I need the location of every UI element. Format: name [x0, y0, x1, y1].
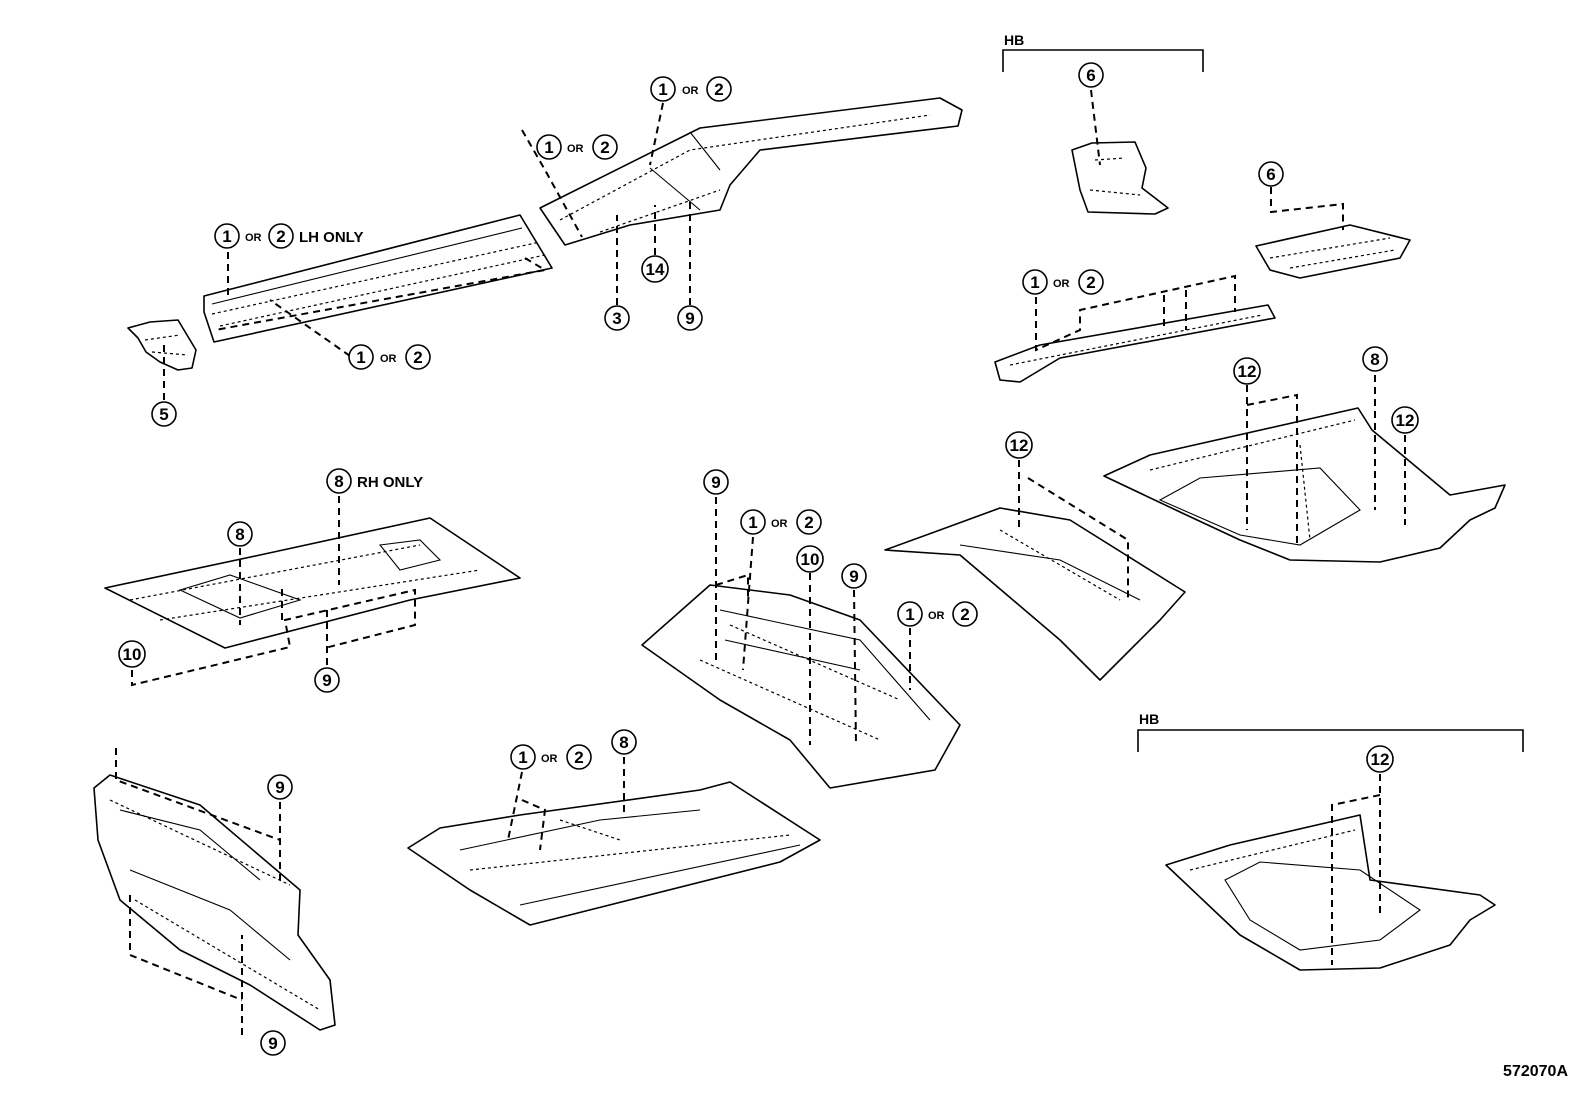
svg-text:9: 9 [322, 671, 331, 690]
svg-text:1: 1 [1030, 273, 1039, 292]
part-front-side-member [539, 97, 963, 246]
svg-text:12: 12 [1010, 436, 1029, 455]
callout-10-tunnel: 10 [796, 545, 824, 573]
svg-text:3: 3 [612, 309, 621, 328]
callout-9-tunnel-right: 9 [841, 563, 867, 589]
svg-text:1: 1 [544, 138, 553, 157]
callout-9-side-member: 9 [677, 305, 703, 331]
callout-1-or-2-sill: 1 OR 2 [348, 344, 431, 370]
callout-10-front-floor: 10 [118, 640, 146, 668]
svg-text:9: 9 [268, 1034, 277, 1053]
part-rear-floor-front [884, 507, 1186, 681]
rh-only-note: RH ONLY [357, 474, 423, 491]
part-6-rear-crossmember [1255, 224, 1411, 279]
hb-label-bottom: HB [1139, 711, 1159, 727]
part-rocker-sill [203, 214, 553, 343]
callout-1-or-2-top: 1 OR 2 [650, 76, 732, 102]
svg-text:8: 8 [1370, 350, 1379, 369]
part-rear-floor-pan [1103, 407, 1506, 563]
svg-text:8: 8 [619, 733, 628, 752]
callout-6-hb: 6 [1078, 62, 1104, 88]
callout-9-dash-top: 9 [267, 774, 293, 800]
callout-6-crossmember: 6 [1258, 161, 1284, 187]
part-5-bracket [127, 319, 197, 371]
hb-bracket-top: HB [1002, 32, 1204, 72]
leader-lines [115, 89, 1406, 1035]
callout-12-rear-floor-left: 12 [1233, 357, 1261, 385]
callout-9-tunnel-left: 9 [703, 469, 729, 495]
callout-8-front-floor: 8 [227, 521, 253, 547]
svg-text:9: 9 [275, 778, 284, 797]
svg-text:9: 9 [685, 309, 694, 328]
callout-1-or-2-lh-only: 1 OR 2 LH ONLY [214, 223, 363, 249]
svg-text:14: 14 [646, 260, 665, 279]
part-hb-rear-floor [1165, 814, 1496, 971]
svg-text:10: 10 [123, 645, 142, 664]
callout-1-or-2-tunnel: 1 OR 2 [740, 509, 822, 535]
callout-12-rear-floor-front: 12 [1005, 431, 1033, 459]
svg-text:8: 8 [334, 472, 343, 491]
hb-bracket-bottom: HB [1137, 711, 1524, 752]
svg-text:1: 1 [518, 748, 527, 767]
callout-5: 5 [151, 401, 177, 427]
callout-8-front-floor-rh: 8 [611, 729, 637, 755]
svg-text:OR: OR [567, 143, 584, 155]
svg-text:2: 2 [804, 513, 813, 532]
svg-text:1: 1 [222, 227, 231, 246]
part-dash-panel [93, 774, 336, 1031]
svg-text:2: 2 [714, 80, 723, 99]
svg-text:12: 12 [1396, 411, 1415, 430]
callout-1-or-2-side-member: 1 OR 2 [536, 134, 618, 160]
svg-text:6: 6 [1086, 66, 1095, 85]
callout-12-rear-floor-right: 12 [1391, 406, 1419, 434]
part-rear-floor-side-member [994, 304, 1276, 383]
callout-9-dash-bottom: 9 [260, 1030, 286, 1056]
svg-text:5: 5 [159, 405, 168, 424]
callout-1-or-2-tunnel-right: 1 OR 2 [897, 601, 978, 627]
svg-text:OR: OR [928, 610, 945, 622]
svg-text:1: 1 [658, 80, 667, 99]
svg-text:8: 8 [235, 525, 244, 544]
svg-text:2: 2 [600, 138, 609, 157]
svg-text:1: 1 [356, 348, 365, 367]
reference-code: 572070A [1503, 1063, 1568, 1080]
svg-text:OR: OR [541, 753, 558, 765]
callout-12-hb-rear-floor: 12 [1366, 745, 1394, 773]
svg-text:OR: OR [771, 518, 788, 530]
svg-text:1: 1 [748, 513, 757, 532]
part-front-floor-rh [407, 781, 821, 926]
svg-text:2: 2 [960, 605, 969, 624]
svg-text:2: 2 [413, 348, 422, 367]
callout-1-or-2-front-floor-rh: 1 OR 2 [510, 744, 592, 770]
callout-1-or-2-rear-side-member: 1 OR 2 [1022, 269, 1104, 295]
hb-label-top: HB [1004, 32, 1024, 48]
svg-text:6: 6 [1266, 165, 1275, 184]
callout-14: 14 [641, 255, 669, 283]
svg-text:9: 9 [849, 567, 858, 586]
svg-text:2: 2 [574, 748, 583, 767]
svg-text:OR: OR [245, 232, 262, 244]
callout-3: 3 [604, 305, 630, 331]
callout-8-rh-only: 8 RH ONLY [326, 468, 423, 494]
svg-text:2: 2 [1086, 273, 1095, 292]
callout-9-front-floor: 9 [314, 667, 340, 693]
svg-text:1: 1 [905, 605, 914, 624]
svg-text:9: 9 [711, 473, 720, 492]
svg-text:OR: OR [1053, 278, 1070, 290]
svg-text:10: 10 [801, 550, 820, 569]
svg-text:OR: OR [380, 353, 397, 365]
part-6-hb-reinforcement [1071, 141, 1169, 215]
svg-text:12: 12 [1238, 362, 1257, 381]
part-front-floor-lh [104, 517, 521, 649]
svg-text:2: 2 [276, 227, 285, 246]
svg-text:OR: OR [682, 85, 699, 97]
svg-text:12: 12 [1371, 750, 1390, 769]
callout-8-rear-floor: 8 [1362, 346, 1388, 372]
lh-only-note: LH ONLY [299, 229, 363, 246]
